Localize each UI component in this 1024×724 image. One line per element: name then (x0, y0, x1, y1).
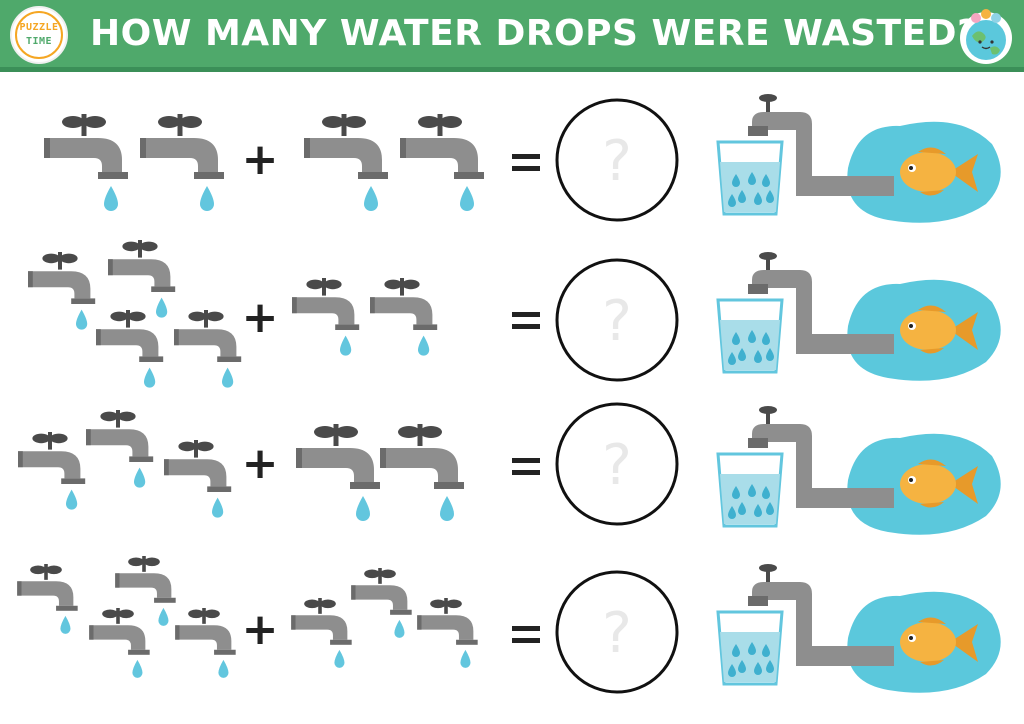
glass-icon (716, 140, 784, 216)
equals-bar-top (512, 154, 540, 159)
faucet-icon (89, 608, 150, 655)
water-drop-icon (60, 615, 71, 634)
water-drop-icon (440, 496, 454, 521)
pipe-icon (752, 582, 894, 666)
fish-icon (900, 617, 978, 666)
equals-bar-bottom (512, 324, 540, 329)
water-drop-icon (394, 619, 405, 638)
fish-icon (900, 459, 978, 508)
equals-bar-bottom (512, 470, 540, 475)
logo-text-puzzle: PUZZLE (19, 22, 59, 33)
plus-sign: + (242, 604, 279, 655)
equals-bar-bottom (512, 638, 540, 643)
water-drop-icon (158, 607, 169, 626)
fish-icon (900, 305, 978, 354)
water-drop-icon (156, 297, 168, 318)
water-drop-icon (134, 467, 146, 488)
logo-text-time: TIME (25, 36, 53, 47)
earth-icon (960, 9, 1012, 64)
water-drop-icon (132, 659, 143, 678)
page-title: HOW MANY WATER DROPS WERE WASTED? (90, 13, 979, 54)
glass-icon (716, 610, 784, 686)
water-scene (716, 564, 1001, 693)
answer-circle[interactable]: ? (555, 258, 679, 382)
water-drop-icon (340, 335, 352, 356)
faucet-icon (28, 252, 96, 304)
water-drop-icon (76, 309, 88, 330)
faucet-icon (86, 410, 154, 462)
fish-icon (900, 147, 978, 196)
faucet-icon (296, 424, 380, 489)
faucet-icon (96, 310, 164, 362)
faucet-icon (18, 432, 86, 484)
faucet-icon (417, 598, 478, 645)
faucet-icon (370, 278, 438, 330)
puzzle-row-4: +? (17, 556, 1001, 694)
water-drop-icon (104, 186, 118, 211)
plus-sign: + (242, 292, 279, 343)
water-drop-icon (144, 367, 156, 388)
equals-bar-top (512, 626, 540, 631)
answer-circle[interactable]: ? (555, 570, 679, 694)
faucet-icon (17, 564, 78, 611)
water-scene (716, 94, 1001, 223)
faucet-icon (174, 310, 242, 362)
water-drop-icon (222, 367, 234, 388)
header-bar: PUZZLE TIME HOW MANY WATER DROPS WERE WA… (0, 0, 1024, 72)
equals-bar-bottom (512, 166, 540, 171)
water-drop-icon (356, 496, 370, 521)
faucet-icon (108, 240, 176, 292)
faucet-icon (115, 556, 176, 603)
water-scene (716, 252, 1001, 381)
faucet-icon (44, 114, 128, 179)
water-drop-icon (200, 186, 214, 211)
puzzle-row-3: +? (18, 402, 1001, 535)
logo-ring (15, 11, 63, 59)
question-mark: ? (602, 433, 632, 498)
faucet-icon (164, 440, 232, 492)
water-drop-icon (212, 497, 224, 518)
faucet-icon (175, 608, 236, 655)
water-scene (716, 406, 1001, 535)
water-drop-icon (460, 649, 471, 668)
water-drop-icon (334, 649, 345, 668)
question-mark: ? (602, 129, 632, 194)
equals-bar-top (512, 458, 540, 463)
water-drop-icon (418, 335, 430, 356)
question-mark: ? (602, 289, 632, 354)
water-drop-icon (218, 659, 229, 678)
faucet-icon (351, 568, 412, 615)
pipe-icon (752, 424, 894, 508)
glass-icon (716, 452, 784, 528)
answer-circle[interactable]: ? (555, 402, 679, 526)
water-drop-icon (460, 186, 474, 211)
plus-sign: + (242, 134, 279, 185)
equals-bar-top (512, 312, 540, 317)
puzzle-row-2: +? (28, 240, 1001, 388)
faucet-icon (400, 114, 484, 179)
plus-sign: + (242, 438, 279, 489)
faucet-icon (304, 114, 388, 179)
glass-icon (716, 298, 784, 374)
pipe-icon (752, 112, 894, 196)
water-drop-icon (66, 489, 78, 510)
puzzle-row-1: +? (44, 94, 1001, 223)
faucet-icon (292, 278, 360, 330)
faucet-icon (140, 114, 224, 179)
puzzle-time-logo: PUZZLE TIME (10, 6, 68, 64)
faucet-icon (291, 598, 352, 645)
water-drop-icon (364, 186, 378, 211)
faucet-icon (380, 424, 464, 489)
question-mark: ? (602, 601, 632, 666)
answer-circle[interactable]: ? (555, 98, 679, 222)
pipe-icon (752, 270, 894, 354)
